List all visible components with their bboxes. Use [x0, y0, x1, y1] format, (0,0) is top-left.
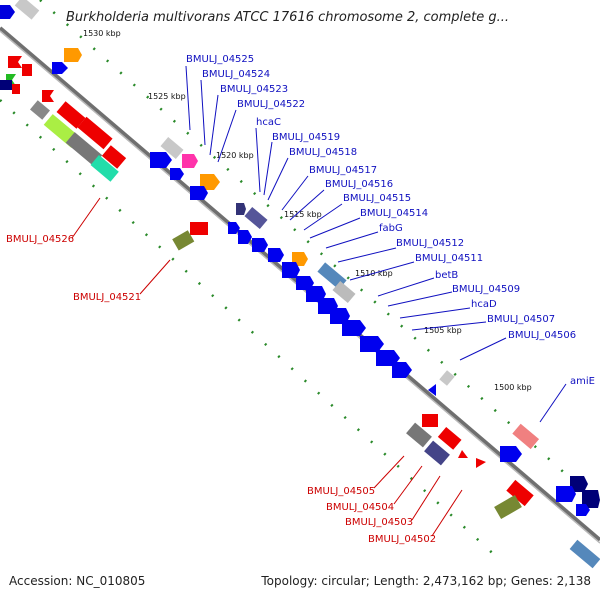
- gene-label-bmulj-04506[interactable]: BMULJ_04506: [508, 330, 576, 341]
- gene-grey-5[interactable]: [65, 132, 103, 166]
- gene-orange-1[interactable]: [64, 48, 82, 62]
- gene-red-8[interactable]: [190, 222, 208, 235]
- gene-label-bmulj-04516[interactable]: BMULJ_04516: [325, 179, 393, 190]
- gene-label-bmulj-04522[interactable]: BMULJ_04522: [237, 99, 305, 110]
- gene-red-11[interactable]: [506, 479, 534, 507]
- gene-red-1[interactable]: [8, 56, 22, 68]
- gene-grey-left[interactable]: [30, 100, 50, 120]
- gene-blue-small[interactable]: [428, 384, 436, 396]
- gene-label-bmulj-04509[interactable]: BMULJ_04509: [452, 284, 520, 295]
- gene-label-bmulj-04519[interactable]: BMULJ_04519: [272, 132, 340, 143]
- gene-label-bmulj-04518[interactable]: BMULJ_04518: [289, 147, 357, 158]
- scale-label-1500: 1500 kbp: [494, 383, 532, 392]
- reverse-leader-lines: [71, 197, 463, 537]
- gene-teal[interactable]: [90, 155, 119, 182]
- gene-blue-2[interactable]: [150, 152, 172, 168]
- gene-label-fabg[interactable]: fabG: [379, 223, 403, 234]
- gene-label-bmulj-04524[interactable]: BMULJ_04524: [202, 69, 270, 80]
- gene-label-bmulj-04526[interactable]: BMULJ_04526: [6, 234, 74, 245]
- gene-blue-5[interactable]: [228, 222, 240, 234]
- gene-blue-18[interactable]: [500, 446, 522, 462]
- gene-label-bmulj-04512[interactable]: BMULJ_04512: [396, 238, 464, 249]
- forward-strand-genes: [0, 0, 600, 569]
- gene-grey-6[interactable]: [406, 422, 432, 448]
- accession-text: Accession: NC_010805: [9, 574, 146, 588]
- gene-label-bmulj-04523[interactable]: BMULJ_04523: [220, 84, 288, 95]
- gene-slate-2[interactable]: [424, 440, 450, 466]
- gene-label-betb[interactable]: betB: [435, 270, 458, 281]
- gene-blue-7[interactable]: [252, 238, 268, 252]
- scale-label-1515: 1515 kbp: [284, 210, 322, 219]
- gene-label-bmulj-04502[interactable]: BMULJ_04502: [368, 534, 436, 545]
- gene-red-small-1[interactable]: [458, 450, 468, 458]
- gene-pink[interactable]: [512, 423, 540, 450]
- gene-red-2[interactable]: [22, 64, 32, 76]
- gene-label-bmulj-04517[interactable]: BMULJ_04517: [309, 165, 377, 176]
- gene-blue-20[interactable]: [576, 504, 590, 516]
- gene-red-small-2[interactable]: [476, 458, 486, 468]
- topology-text: Topology: circular; Length: 2,473,162 bp…: [261, 574, 591, 588]
- gene-red-5[interactable]: [56, 101, 86, 129]
- map-title: Burkholderia multivorans ATCC 17616 chro…: [66, 10, 509, 25]
- gene-red-6[interactable]: [77, 116, 113, 150]
- scale-label-1520: 1520 kbp: [216, 151, 254, 160]
- gene-label-bmulj-04521[interactable]: BMULJ_04521: [73, 292, 141, 303]
- gene-navy-1[interactable]: [570, 476, 588, 492]
- gene-olive[interactable]: [172, 230, 195, 251]
- gene-slate-1[interactable]: [244, 206, 268, 230]
- gene-blue-14[interactable]: [342, 320, 366, 336]
- gene-steel-blue-2[interactable]: [569, 539, 600, 569]
- gene-blue-6[interactable]: [238, 230, 252, 244]
- gene-blue-8[interactable]: [268, 248, 284, 262]
- gene-red-3[interactable]: [12, 84, 20, 94]
- gene-grey-2[interactable]: [160, 136, 184, 160]
- forward-gene-labels: BMULJ_04525 BMULJ_04524 BMULJ_04523 BMUL…: [186, 54, 595, 387]
- gene-blue-topleft[interactable]: [0, 5, 15, 19]
- scale-label-1525: 1525 kbp: [148, 92, 186, 101]
- gene-blue-15[interactable]: [360, 336, 384, 352]
- gene-label-bmulj-04515[interactable]: BMULJ_04515: [343, 193, 411, 204]
- gene-navy-small[interactable]: [236, 203, 246, 215]
- gene-red-7[interactable]: [101, 145, 127, 169]
- gene-blue-9[interactable]: [282, 262, 300, 278]
- gene-grey-top[interactable]: [14, 0, 40, 20]
- gene-red-4[interactable]: [42, 90, 54, 102]
- gene-label-hcad[interactable]: hcaD: [471, 299, 497, 310]
- gene-label-bmulj-04504[interactable]: BMULJ_04504: [326, 502, 394, 513]
- gene-label-bmulj-04511[interactable]: BMULJ_04511: [415, 253, 483, 264]
- gene-blue-4[interactable]: [190, 186, 208, 200]
- gene-red-10[interactable]: [437, 426, 462, 450]
- reverse-gene-labels: BMULJ_04526 BMULJ_04521 BMULJ_04505 BMUL…: [6, 234, 436, 545]
- gene-navy-left[interactable]: [0, 80, 12, 90]
- scale-label-1505: 1505 kbp: [424, 326, 462, 335]
- gene-orange-2[interactable]: [200, 174, 220, 190]
- gene-olive-2[interactable]: [494, 494, 522, 520]
- gene-label-bmulj-04505[interactable]: BMULJ_04505: [307, 486, 375, 497]
- gene-label-amie[interactable]: amiE: [570, 376, 595, 387]
- gene-red-9[interactable]: [422, 414, 438, 427]
- gene-blue-17[interactable]: [392, 362, 412, 378]
- gene-label-bmulj-04503[interactable]: BMULJ_04503: [345, 517, 413, 528]
- gene-magenta[interactable]: [182, 154, 198, 168]
- gene-grey-4[interactable]: [439, 370, 455, 386]
- gene-navy-2[interactable]: [582, 490, 600, 508]
- scale-label-1530: 1530 kbp: [83, 29, 121, 38]
- gene-label-bmulj-04507[interactable]: BMULJ_04507: [487, 314, 555, 325]
- gene-grey-3[interactable]: [332, 280, 356, 304]
- gene-label-hcac[interactable]: hcaC: [256, 117, 281, 128]
- gene-label-bmulj-04514[interactable]: BMULJ_04514: [360, 208, 428, 219]
- gene-label-bmulj-04525[interactable]: BMULJ_04525: [186, 54, 254, 65]
- forward-leader-lines: [185, 65, 567, 423]
- gene-blue-3[interactable]: [170, 168, 184, 180]
- gene-blue-19[interactable]: [556, 486, 576, 502]
- reverse-strand-genes: [0, 56, 534, 520]
- gene-blue-1[interactable]: [52, 62, 68, 74]
